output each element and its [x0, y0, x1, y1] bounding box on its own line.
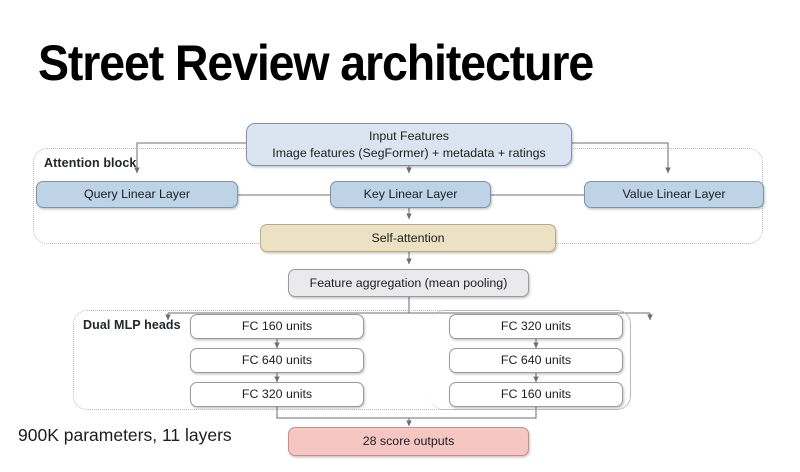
node-right-fc-3[interactable]: FC 160 units [449, 382, 623, 407]
node-self-attention[interactable]: Self-attention [260, 224, 556, 252]
node-left-fc-2[interactable]: FC 640 units [190, 348, 364, 373]
node-right-fc-2[interactable]: FC 640 units [449, 348, 623, 373]
node-query-linear-layer[interactable]: Query Linear Layer [36, 181, 238, 208]
input-features-title: Input Features [369, 129, 449, 144]
node-feature-aggregation[interactable]: Feature aggregation (mean pooling) [288, 269, 529, 297]
node-left-fc-1[interactable]: FC 160 units [190, 314, 364, 339]
mlp-heads-label: Dual MLP heads [83, 318, 181, 332]
node-value-linear-layer[interactable]: Value Linear Layer [584, 181, 764, 208]
input-features-detail: Image features (SegFormer) + metadata + … [272, 145, 546, 160]
parameters-caption: 900K parameters, 11 layers [18, 425, 232, 445]
attention-block-label: Attention block [44, 156, 137, 170]
node-left-fc-3[interactable]: FC 320 units [190, 382, 364, 407]
page-title: Street Review architecture [38, 35, 594, 91]
node-right-fc-1[interactable]: FC 320 units [449, 314, 623, 339]
node-input-features[interactable]: Input Features Image features (SegFormer… [246, 123, 572, 166]
node-score-outputs[interactable]: 28 score outputs [288, 427, 529, 456]
node-key-linear-layer[interactable]: Key Linear Layer [330, 181, 491, 208]
mlp-right-subcontainer [430, 310, 631, 410]
